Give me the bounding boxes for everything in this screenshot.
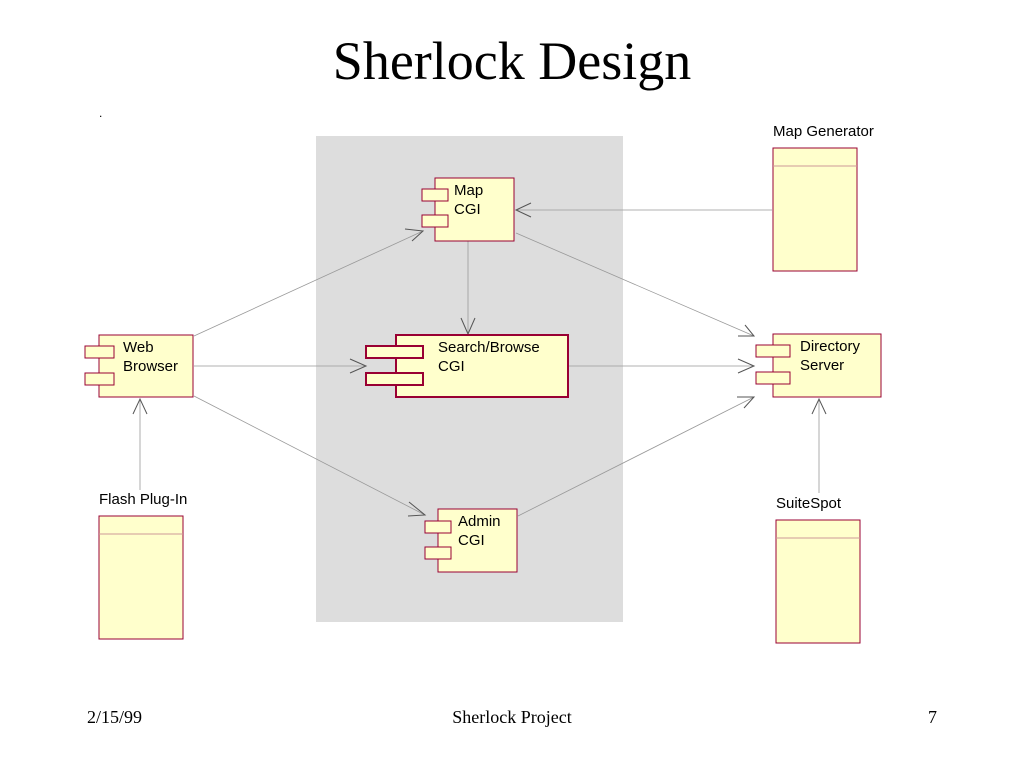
map-cgi-label: Map CGI [454,182,484,218]
web-browser-label: Web Browser [123,339,179,375]
admin-cgi-component [424,508,518,573]
connector-admin-cgi-to-directory [517,396,755,517]
arrowhead-directory-mid [737,358,756,374]
arrowhead-directory-bottom [737,396,756,409]
directory-server-component [755,333,882,398]
connector-browser-to-map-cgi [193,230,424,337]
arrowhead-map-cgi-right [514,202,532,218]
suitespot-box [775,519,861,644]
map-generator-box [772,147,858,272]
map-cgi-component [421,177,515,242]
suitespot-label: SuiteSpot [776,495,842,512]
arrowhead-map-cgi [404,228,425,242]
search-browse-cgi-label: Search/Browse CGI [438,339,540,375]
slide-title: Sherlock Design [332,31,692,91]
connector-browser-to-admin-cgi [193,395,426,516]
flash-plugin-label: Flash Plug-In [99,491,188,508]
dot-mark: . [99,106,103,120]
footer-page-number: 7 [928,707,937,727]
arrowhead-browser [132,397,148,415]
footer-project: Sherlock Project [452,707,572,727]
flash-plugin-box [98,515,184,640]
connector-map-cgi-to-directory [515,232,755,337]
arrowhead-admin-cgi [407,501,427,517]
web-browser-component [84,334,194,398]
arrowhead-search-cgi-left [349,358,368,374]
map-generator-label: Map Generator [773,123,874,140]
admin-cgi-label: Admin CGI [458,513,501,549]
arrowhead-directory-under [811,397,827,415]
arrowhead-directory-top [738,324,756,337]
footer-date: 2/15/99 [87,707,143,727]
search-browse-cgi-component [365,334,569,398]
directory-server-label: Directory Server [800,338,861,374]
